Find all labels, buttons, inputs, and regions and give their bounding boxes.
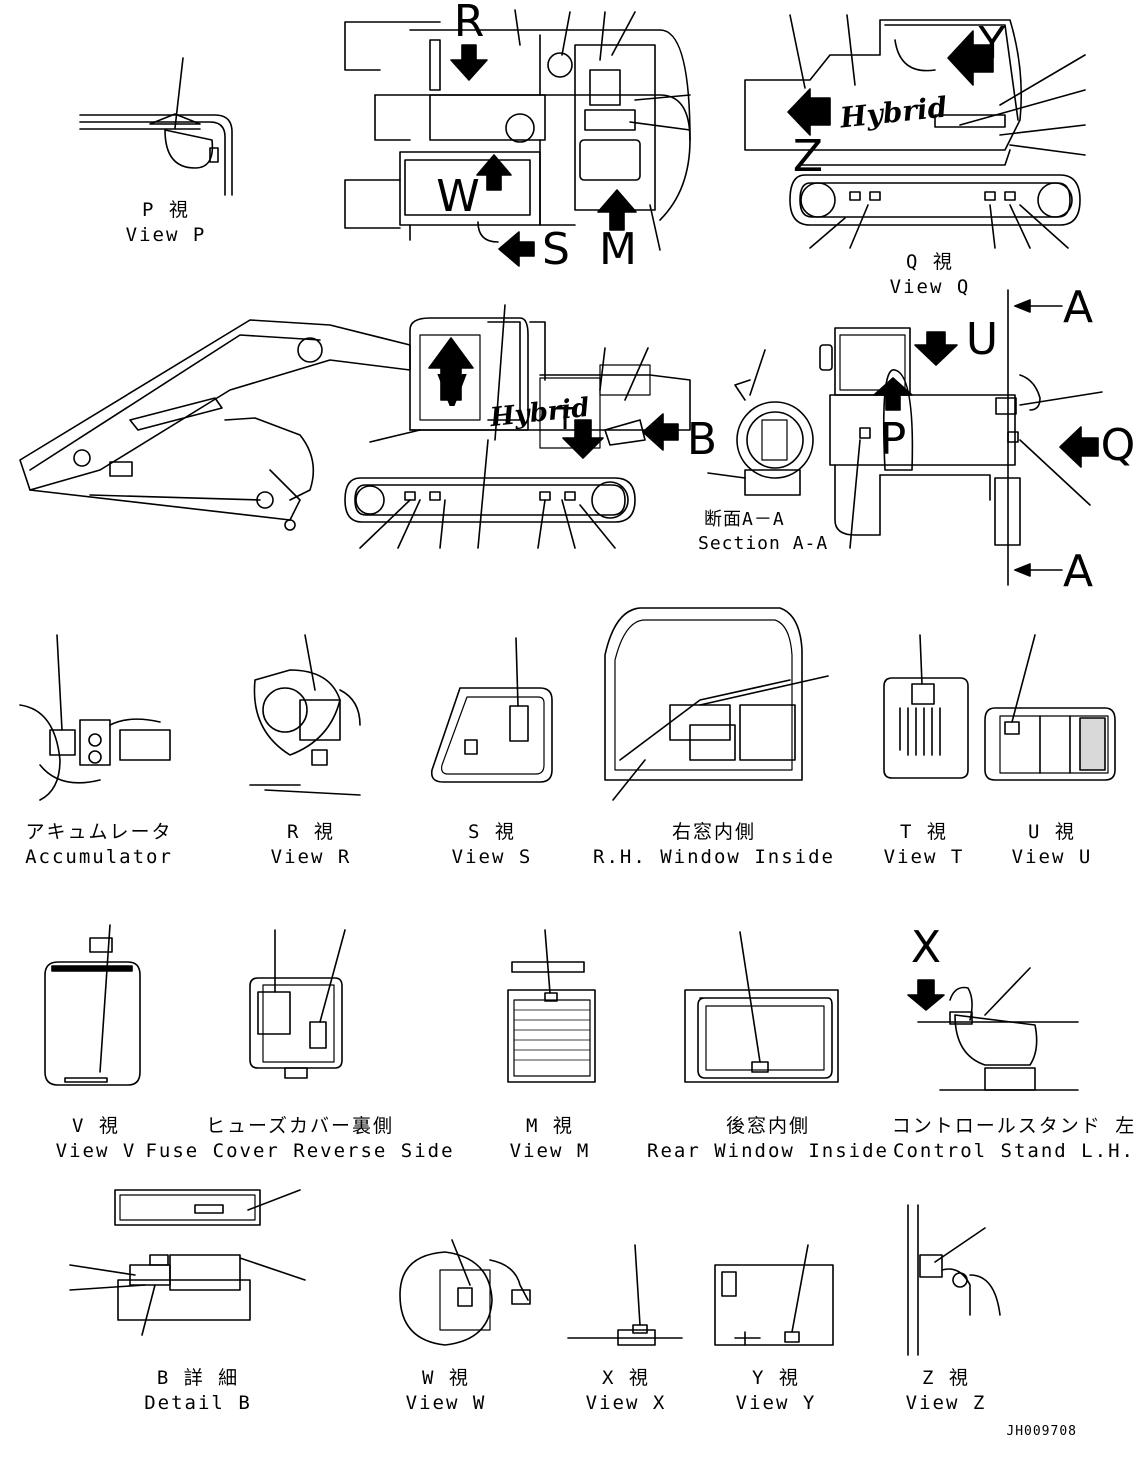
caption-view-t: T 視 View T	[884, 820, 965, 870]
section-letter-s: S	[542, 224, 570, 275]
caption-detail-b-en: Detail B	[144, 1392, 252, 1414]
view-s-drawing	[430, 637, 553, 783]
caption-view-z-jp: Z 視	[922, 1367, 970, 1389]
caption-view-x-en: View X	[585, 1392, 667, 1414]
section-letter-q: Q	[1100, 420, 1136, 471]
view-p-drawing	[79, 57, 233, 196]
top-view-drawing	[344, 9, 691, 267]
caption-view-r: R 視 View R	[271, 820, 352, 870]
caption-view-s-en: View S	[451, 846, 533, 868]
rear-window-drawing	[684, 931, 839, 1083]
section-letter-z: Z	[792, 131, 824, 182]
caption-view-w-en: View W	[405, 1392, 487, 1414]
caption-view-w-jp: W 視	[422, 1367, 470, 1389]
caption-control-stand-en: Control Stand L.H.	[893, 1140, 1135, 1162]
caption-detail-b: B 詳 細 Detail B	[144, 1366, 252, 1416]
view-y-drawing	[714, 1244, 834, 1346]
caption-view-q-jp: Q 視	[906, 251, 954, 273]
caption-rh-window-en: R.H. Window Inside	[593, 846, 835, 868]
caption-view-p: P 視 View P	[126, 198, 207, 248]
section-letter-v: V	[436, 366, 468, 417]
caption-rear-window-jp: 後窓内側	[725, 1115, 810, 1137]
section-letter-t: T	[555, 402, 575, 437]
detail-b-drawing	[69, 1189, 306, 1336]
caption-view-t-jp: T 視	[900, 821, 948, 843]
section-letter-a-bottom: A	[1062, 546, 1094, 597]
view-w-drawing	[399, 1239, 531, 1346]
caption-view-s-jp: S 視	[468, 821, 516, 843]
caption-accumulator: アキュムレータ Accumulator	[25, 820, 173, 870]
caption-view-w: W 視 View W	[406, 1366, 487, 1416]
caption-rear-window: 後窓内側 Rear Window Inside	[647, 1114, 889, 1164]
caption-view-v-jp: V 視	[72, 1115, 120, 1137]
caption-view-q: Q 視 View Q	[890, 250, 971, 300]
view-m-drawing	[507, 929, 596, 1083]
caption-control-stand-jp: コントロールスタンド 左	[891, 1115, 1137, 1137]
caption-view-m-jp: M 視	[526, 1115, 574, 1137]
section-letter-x: X	[910, 922, 942, 973]
caption-view-v-en: View V	[55, 1140, 137, 1162]
caption-view-x-jp: X 視	[602, 1367, 650, 1389]
caption-view-y-jp: Y 視	[752, 1367, 800, 1389]
view-x-drawing	[567, 1244, 683, 1346]
view-v-drawing	[44, 924, 141, 1086]
caption-rh-window-jp: 右窓内側	[671, 821, 756, 843]
section-letter-u: U	[965, 314, 999, 365]
accumulator-drawing	[19, 634, 171, 801]
caption-view-u-en: View U	[1011, 846, 1093, 868]
main-excavator-drawing	[19, 304, 691, 549]
section-letter-m: M	[599, 224, 637, 275]
fuse-cover-drawing	[249, 929, 346, 1079]
caption-view-y-en: View Y	[735, 1392, 817, 1414]
rh-window-drawing	[604, 607, 829, 801]
caption-view-u: U 視 View U	[1012, 820, 1093, 870]
caption-view-z: Z 視 View Z	[906, 1366, 987, 1416]
section-aa-label: 断面A－A Section A-A	[698, 508, 828, 556]
view-t-drawing	[883, 634, 969, 779]
caption-view-z-en: View Z	[905, 1392, 987, 1414]
view-q-drawing	[744, 14, 1086, 249]
caption-view-r-jp: R 視	[287, 821, 335, 843]
caption-fuse-cover: ヒューズカバー裏側 Fuse Cover Reverse Side	[145, 1114, 454, 1164]
control-stand-drawing	[907, 967, 1079, 1091]
caption-view-t-en: View T	[883, 846, 965, 868]
section-letter-y: Y	[978, 18, 1006, 69]
section-aa-drawing	[707, 349, 814, 496]
caption-view-x: X 視 View X	[586, 1366, 667, 1416]
caption-fuse-cover-jp: ヒューズカバー裏側	[205, 1115, 395, 1137]
caption-detail-b-jp: B 詳 細	[156, 1367, 240, 1389]
caption-view-p-jp: P 視	[142, 199, 190, 221]
section-letter-b: B	[686, 414, 718, 465]
section-letter-w: W	[436, 171, 480, 222]
caption-view-r-en: View R	[270, 846, 352, 868]
caption-view-m: M 視 View M	[510, 1114, 591, 1164]
caption-rh-window: 右窓内側 R.H. Window Inside	[593, 820, 835, 870]
drawing-id: JH009708	[1006, 1424, 1077, 1439]
caption-control-stand: コントロールスタンド 左 Control Stand L.H.	[892, 1114, 1136, 1164]
caption-accumulator-jp: アキュムレータ	[25, 821, 173, 843]
view-u-drawing	[984, 634, 1116, 781]
rear-view-drawing	[819, 289, 1103, 586]
caption-view-q-en: View Q	[889, 276, 971, 298]
caption-accumulator-en: Accumulator	[25, 846, 173, 868]
caption-fuse-cover-en: Fuse Cover Reverse Side	[145, 1140, 455, 1162]
section-letter-a-top: A	[1062, 282, 1094, 333]
caption-view-v: V 視 View V	[56, 1114, 137, 1164]
caption-view-y: Y 視 View Y	[736, 1366, 817, 1416]
section-letter-p: P	[879, 414, 907, 465]
view-r-drawing	[249, 634, 361, 796]
caption-view-p-en: View P	[125, 224, 207, 246]
caption-view-u-jp: U 視	[1028, 821, 1076, 843]
view-z-drawing	[907, 1204, 1001, 1356]
caption-view-m-en: View M	[509, 1140, 591, 1162]
section-aa-jp: 断面A－A	[704, 509, 785, 530]
caption-rear-window-en: Rear Window Inside	[647, 1140, 889, 1162]
section-letter-r: R	[453, 0, 485, 47]
caption-view-s: S 視 View S	[452, 820, 533, 870]
section-aa-en: Section A-A	[698, 533, 829, 554]
